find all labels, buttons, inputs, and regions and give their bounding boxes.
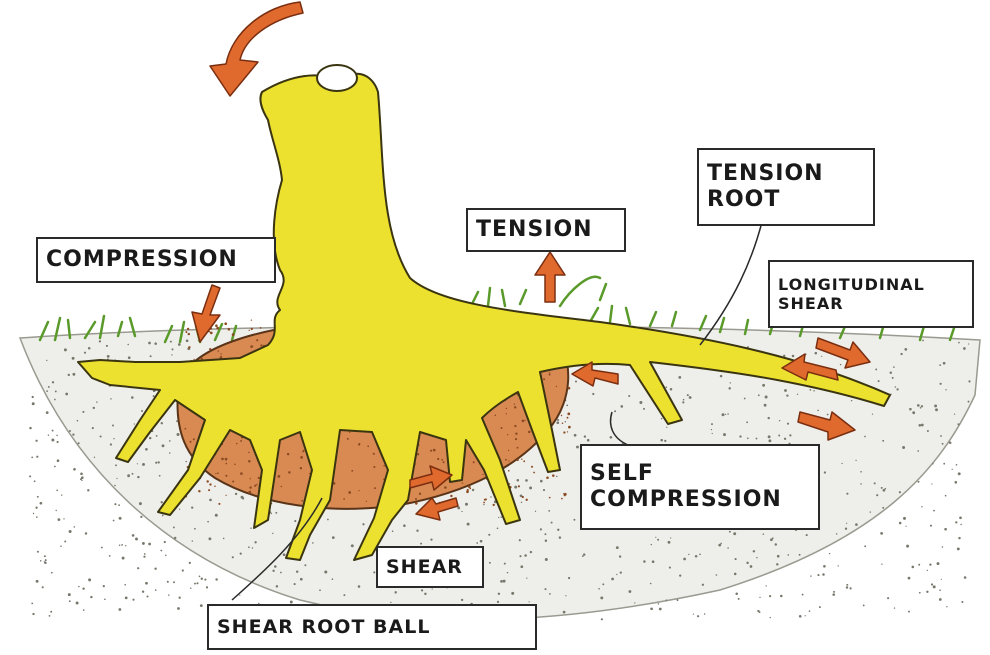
tension-root-label: TENSION ROOT xyxy=(697,148,875,226)
tension-label: TENSION xyxy=(466,208,626,252)
self-compression-label: SELF COMPRESSION xyxy=(580,444,820,530)
tension-arrow xyxy=(535,252,565,302)
shear-root-ball-label: SHEAR ROOT BALL xyxy=(207,604,537,650)
compression-label: COMPRESSION xyxy=(36,237,276,283)
longitudinal-shear-label: LONGITUDINAL SHEAR xyxy=(768,260,974,328)
shear-label: SHEAR xyxy=(376,546,484,588)
